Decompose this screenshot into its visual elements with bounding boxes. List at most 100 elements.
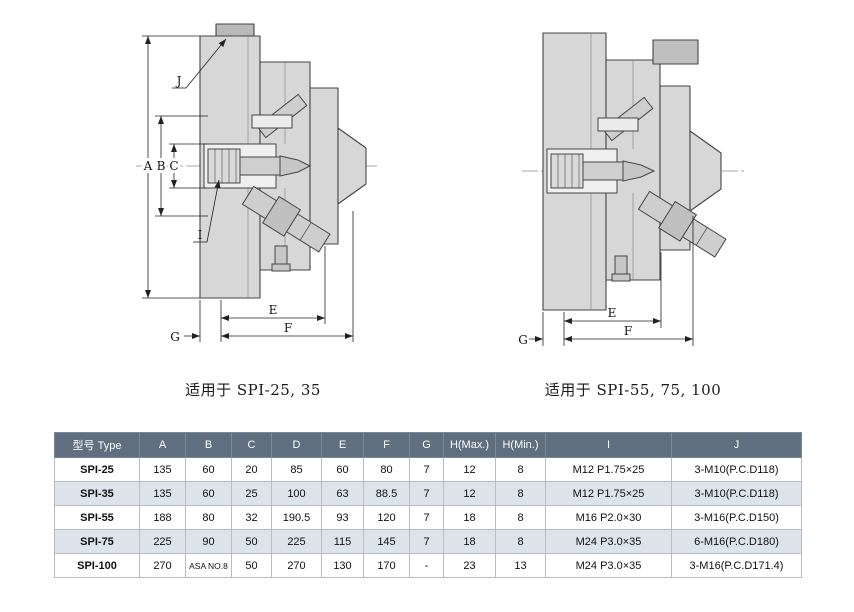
dim-label-g: G bbox=[518, 333, 528, 347]
dim-label-b: B bbox=[157, 159, 166, 173]
dim-label-e: E bbox=[269, 303, 278, 317]
value-cell: M16 P2.0×30 bbox=[545, 505, 672, 530]
value-cell: M24 P3.0×35 bbox=[545, 529, 672, 554]
label-backings bbox=[142, 158, 180, 173]
pin-block bbox=[251, 114, 293, 129]
nose-cone bbox=[689, 130, 722, 212]
caption-right-figure: 适用于 SPI-55, 75, 100 bbox=[544, 381, 722, 399]
value-cell: 8 bbox=[495, 505, 546, 530]
value-cell: 13 bbox=[495, 553, 546, 578]
draw-stud bbox=[546, 148, 656, 194]
column-header-e: E bbox=[321, 432, 364, 458]
value-cell: M12 P1.75×25 bbox=[545, 457, 672, 482]
value-cell: 18 bbox=[443, 529, 496, 554]
dim-label-g: G bbox=[170, 330, 180, 344]
value-cell: 8 bbox=[495, 529, 546, 554]
value-cell: 60 bbox=[185, 457, 232, 482]
value-cell: 80 bbox=[185, 505, 232, 530]
value-cell: 145 bbox=[363, 529, 410, 554]
column-header-b: B bbox=[185, 432, 232, 458]
dimension-lines bbox=[142, 35, 354, 342]
model-cell: SPI-100 bbox=[54, 553, 140, 578]
value-cell: 23 bbox=[443, 553, 496, 578]
column-header-c: C bbox=[231, 432, 272, 458]
value-cell: 6-M16(P.C.D180) bbox=[671, 529, 802, 554]
value-cell: 225 bbox=[139, 529, 186, 554]
column-header-i: I bbox=[545, 432, 672, 458]
dim-label-a: A bbox=[143, 159, 153, 173]
value-cell: 270 bbox=[271, 553, 322, 578]
caption-left-figure: 适用于 SPI-25, 35 bbox=[185, 381, 321, 399]
value-cell: 115 bbox=[321, 529, 364, 554]
value-cell: 135 bbox=[139, 481, 186, 506]
value-cell: 20 bbox=[231, 457, 272, 482]
value-cell: 3-M10(P.C.D118) bbox=[671, 481, 802, 506]
value-cell: 135 bbox=[139, 457, 186, 482]
column-header-j: J bbox=[671, 432, 802, 458]
value-cell: 130 bbox=[321, 553, 364, 578]
dim-label-c: C bbox=[169, 159, 178, 173]
model-cell: SPI-25 bbox=[54, 457, 140, 482]
value-cell: M12 P1.75×25 bbox=[545, 481, 672, 506]
dim-label-f: F bbox=[624, 324, 632, 338]
value-cell: 270 bbox=[139, 553, 186, 578]
value-cell: 63 bbox=[321, 481, 364, 506]
figure-right-drawing: E F G bbox=[518, 32, 744, 347]
top-flange-block bbox=[652, 39, 699, 65]
value-cell: 3-M16(P.C.D171.4) bbox=[671, 553, 802, 578]
value-cell: 8 bbox=[495, 481, 546, 506]
column-header-a: A bbox=[139, 432, 186, 458]
cam-assembly bbox=[241, 185, 331, 253]
value-cell: 85 bbox=[271, 457, 322, 482]
value-cell: 7 bbox=[409, 481, 444, 506]
model-cell: SPI-55 bbox=[54, 505, 140, 530]
value-cell: 80 bbox=[363, 457, 410, 482]
value-cell: 7 bbox=[409, 505, 444, 530]
value-cell: M24 P3.0×35 bbox=[545, 553, 672, 578]
value-cell: 188 bbox=[139, 505, 186, 530]
dim-label-i: I bbox=[198, 228, 203, 242]
front-plate bbox=[309, 87, 339, 245]
body-detail-lines bbox=[590, 33, 634, 310]
value-cell: 12 bbox=[443, 481, 496, 506]
value-cell: 170 bbox=[363, 553, 410, 578]
value-cell: 225 bbox=[271, 529, 322, 554]
bottom-screw bbox=[611, 255, 631, 282]
value-cell: 25 bbox=[231, 481, 272, 506]
column-header-g: G bbox=[409, 432, 444, 458]
cam-assembly bbox=[637, 190, 727, 258]
value-cell: 60 bbox=[321, 457, 364, 482]
value-cell: 12 bbox=[443, 457, 496, 482]
dimension-lines bbox=[529, 216, 694, 346]
value-cell: 60 bbox=[185, 481, 232, 506]
value-cell: 18 bbox=[443, 505, 496, 530]
dim-label-e: E bbox=[608, 306, 617, 320]
figure-left-drawing: A B C J I E F G bbox=[136, 23, 380, 344]
value-cell: - bbox=[409, 553, 444, 578]
value-cell: ASA NO.8 bbox=[185, 553, 232, 578]
value-cell: 88.5 bbox=[363, 481, 410, 506]
nose-cone bbox=[337, 127, 367, 205]
dim-label-j: J bbox=[175, 74, 182, 88]
column-header-type: 型号 Type bbox=[54, 432, 140, 458]
value-cell: 190.5 bbox=[271, 505, 322, 530]
column-header-h-max: H(Max.) bbox=[443, 432, 496, 458]
value-cell: 50 bbox=[231, 553, 272, 578]
value-cell: 93 bbox=[321, 505, 364, 530]
model-cell: SPI-35 bbox=[54, 481, 140, 506]
column-header-f: F bbox=[363, 432, 410, 458]
value-cell: 7 bbox=[409, 457, 444, 482]
value-cell: 90 bbox=[185, 529, 232, 554]
column-header-h-min: H(Min.) bbox=[495, 432, 546, 458]
model-cell: SPI-75 bbox=[54, 529, 140, 554]
bottom-screw bbox=[271, 245, 291, 272]
